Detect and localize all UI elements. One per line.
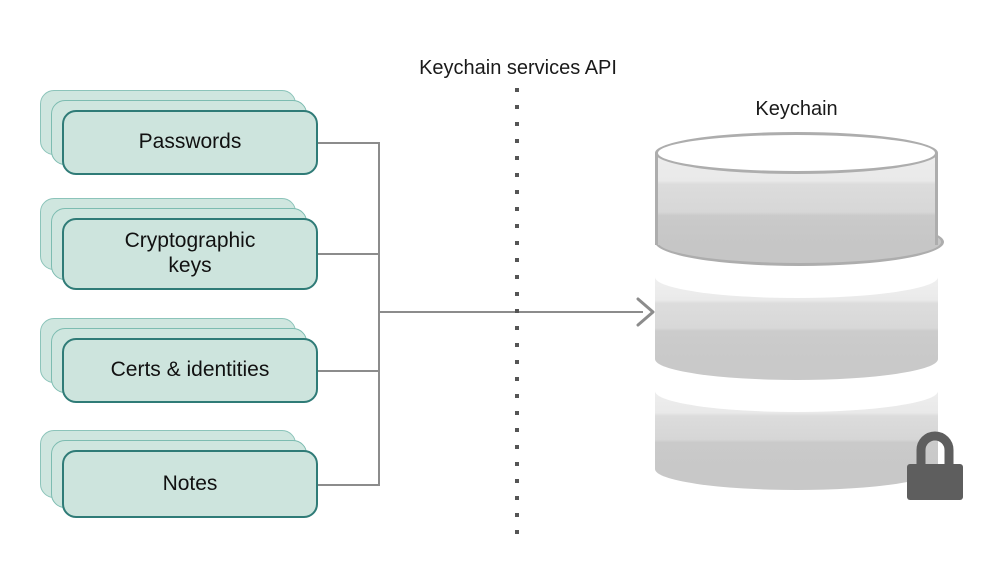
item-stack-cryptographic-keys[interactable]: Cryptographic keys (40, 198, 340, 300)
connector-line-notes (318, 484, 380, 486)
item-stack-certs-and-identities[interactable]: Certs & identities (40, 318, 340, 413)
card-front-passwords[interactable]: Passwords (62, 110, 318, 175)
keychain-services-api-title: Keychain services API (419, 57, 617, 79)
keychain-cylinder (655, 132, 944, 490)
lock-icon (903, 424, 967, 502)
arrow-right-shaft (378, 311, 643, 313)
card-front-certs-and-identities[interactable]: Certs & identities (62, 338, 318, 403)
item-stack-passwords[interactable]: Passwords (40, 90, 340, 185)
cylinder-disc-middle (655, 256, 938, 380)
dotted-divider (515, 88, 519, 536)
item-stack-notes[interactable]: Notes (40, 430, 340, 528)
connector-line-passwords (318, 142, 380, 144)
arrow-right-icon (636, 297, 656, 327)
cylinder-disc-bottom (655, 370, 938, 490)
connector-bus-line (378, 142, 380, 486)
keychain-title: Keychain (755, 98, 838, 120)
cylinder-disc-top (655, 132, 944, 266)
disc-top-ellipse (655, 132, 938, 174)
card-front-cryptographic-keys[interactable]: Cryptographic keys (62, 218, 318, 290)
connector-line-cryptographic-keys (318, 253, 380, 255)
connector-line-certs-and-identities (318, 370, 380, 372)
card-front-notes[interactable]: Notes (62, 450, 318, 518)
